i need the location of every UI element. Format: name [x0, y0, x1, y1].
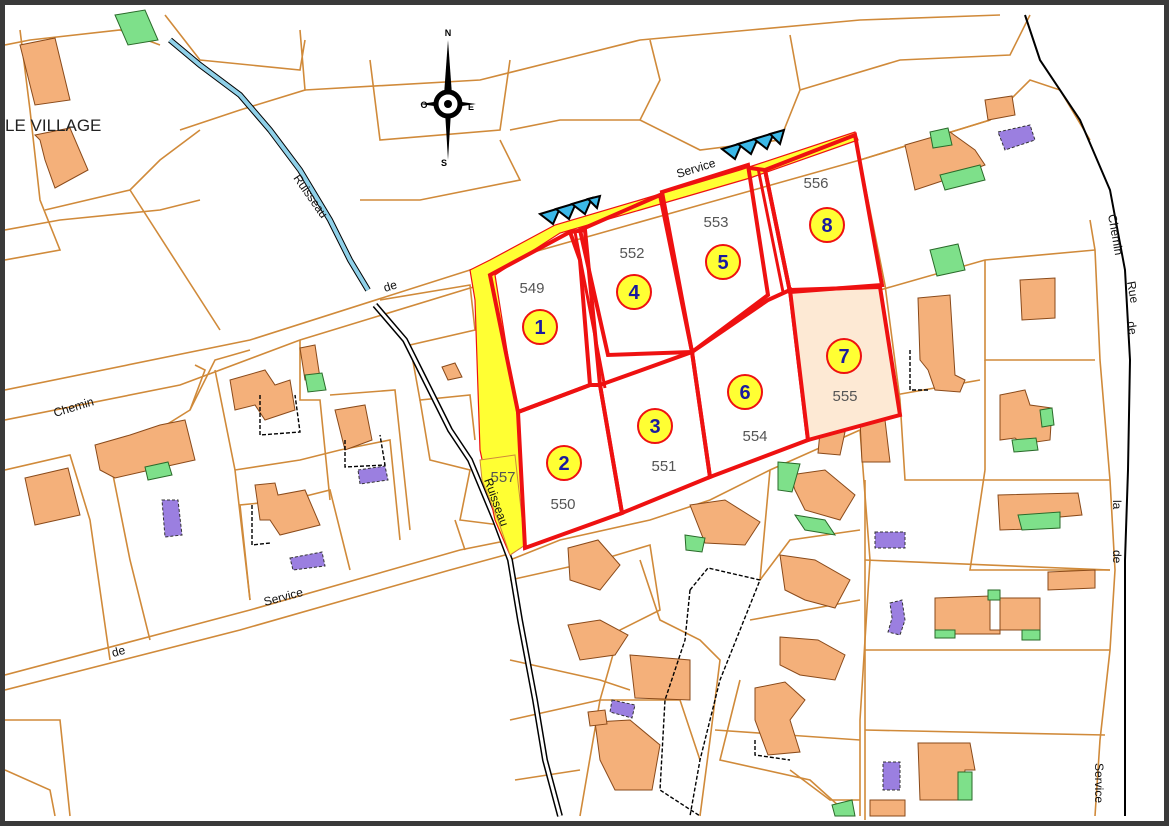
road-label-chemin: Chemin	[52, 394, 96, 419]
parcel-549-label: 549	[519, 280, 544, 297]
parcel-554-label: 554	[742, 428, 767, 445]
road-label-de-right2: de	[1110, 550, 1124, 564]
lot-7-number: 7	[838, 346, 849, 368]
road-label-la: la	[1110, 500, 1124, 510]
compass-west: O	[420, 100, 427, 110]
dashed-outlines	[251, 350, 930, 817]
lot-3-number: 3	[649, 416, 660, 438]
lot-8-number: 8	[821, 215, 832, 237]
stream-label: Ruisseau	[291, 172, 331, 221]
parcel-552-label: 552	[619, 245, 644, 262]
access-markers	[537, 128, 786, 226]
compass-east: E	[468, 102, 474, 112]
road-label-de-right: de	[1124, 320, 1140, 336]
road-label-service-right: Service	[1092, 763, 1106, 803]
annexes	[114, 9, 1061, 817]
lot-6-number: 6	[739, 382, 750, 404]
road-label-service-lower: Service	[262, 585, 305, 609]
road-label-chemin-right: Chemin	[1105, 213, 1126, 256]
parcel-555-label: 555	[832, 388, 857, 405]
compass-south: S	[441, 158, 447, 168]
parcel-551-label: 551	[651, 458, 676, 475]
compass-north: N	[445, 28, 452, 38]
parcel-550-label: 550	[550, 496, 575, 513]
lot-1-number: 1	[534, 317, 545, 339]
parcel-557	[479, 454, 526, 556]
compass-icon	[420, 40, 476, 160]
lot-markers	[522, 207, 862, 481]
buildings	[19, 37, 1096, 817]
stream	[168, 37, 371, 292]
road-label-de: de	[382, 277, 399, 294]
parcel-556-label: 556	[803, 175, 828, 192]
lot-4-number: 4	[628, 282, 640, 304]
lot-5-number: 5	[717, 252, 728, 274]
pools	[161, 124, 1036, 791]
parcel-557-label: 557	[490, 469, 515, 486]
road-label-rue: Rue	[1124, 280, 1142, 304]
lot-2-number: 2	[558, 453, 569, 475]
parcel-lines	[5, 14, 1116, 820]
map-canvas: 1 2 3 4 5 6 7 8 549 550 551 552 553 554 …	[5, 9, 1142, 820]
footpath	[372, 303, 563, 817]
parcel-553-label: 553	[703, 214, 728, 231]
area-name-label: LE VILLAGE	[5, 116, 101, 135]
road-label-de-lower: de	[110, 643, 127, 660]
